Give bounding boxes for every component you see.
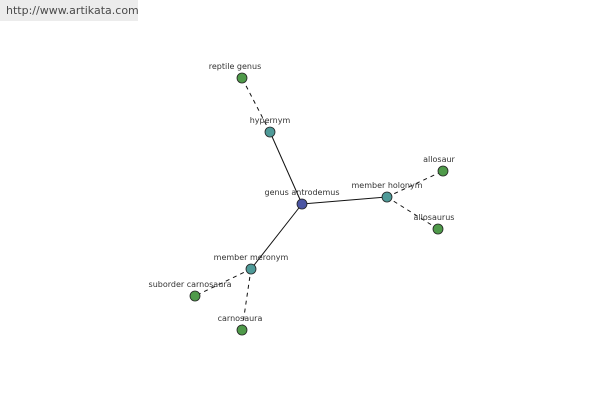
node-hypernym[interactable]: hypernym	[250, 116, 291, 138]
node-dot[interactable]	[236, 324, 248, 336]
node-meronym[interactable]: member meronym	[214, 253, 289, 275]
node-reptile[interactable]: reptile genus	[209, 62, 261, 84]
node-dot[interactable]	[437, 165, 449, 177]
node-carnosaura_sub[interactable]: suborder carnosaura	[149, 280, 232, 302]
edge-center-hypernym	[269, 131, 303, 205]
node-dot[interactable]	[264, 126, 276, 138]
node-center[interactable]: genus antrodemus	[265, 188, 340, 210]
node-holonym[interactable]: member holonym	[351, 181, 423, 203]
edge-holonym-allosaurus	[386, 196, 439, 230]
node-label: reptile genus	[209, 62, 261, 71]
node-dot[interactable]	[245, 263, 257, 275]
node-dot[interactable]	[189, 290, 201, 302]
node-label: hypernym	[250, 116, 291, 125]
edge-layer	[194, 77, 444, 331]
node-dot[interactable]	[236, 72, 248, 84]
node-carnosaura[interactable]: carnosaura	[218, 314, 263, 336]
node-allosaurus[interactable]: allosaurus	[414, 213, 455, 235]
edge-center-meronym	[250, 203, 303, 270]
node-label: carnosaura	[218, 314, 263, 323]
node-label: genus antrodemus	[265, 188, 340, 197]
node-label: member meronym	[214, 253, 289, 262]
edge-holonym-allosaur	[386, 170, 444, 198]
node-label: member holonym	[351, 181, 422, 190]
watermark-url: http://www.artikata.com	[0, 0, 139, 21]
node-dot[interactable]	[381, 191, 393, 203]
edge-meronym-carnosaura_sub	[194, 268, 252, 297]
node-layer: genus antrodemus hypernym member holonym me…	[149, 62, 456, 336]
node-dot[interactable]	[296, 198, 308, 210]
node-label: allosaur	[423, 155, 455, 164]
node-dot[interactable]	[432, 223, 444, 235]
node-label: suborder carnosaura	[149, 280, 232, 289]
edge-hypernym-reptile	[241, 77, 271, 133]
node-allosaur[interactable]: allosaur	[423, 155, 456, 177]
node-label: allosaurus	[414, 213, 455, 222]
edge-center-holonym	[301, 196, 388, 205]
edge-meronym-carnosaura	[241, 268, 252, 331]
